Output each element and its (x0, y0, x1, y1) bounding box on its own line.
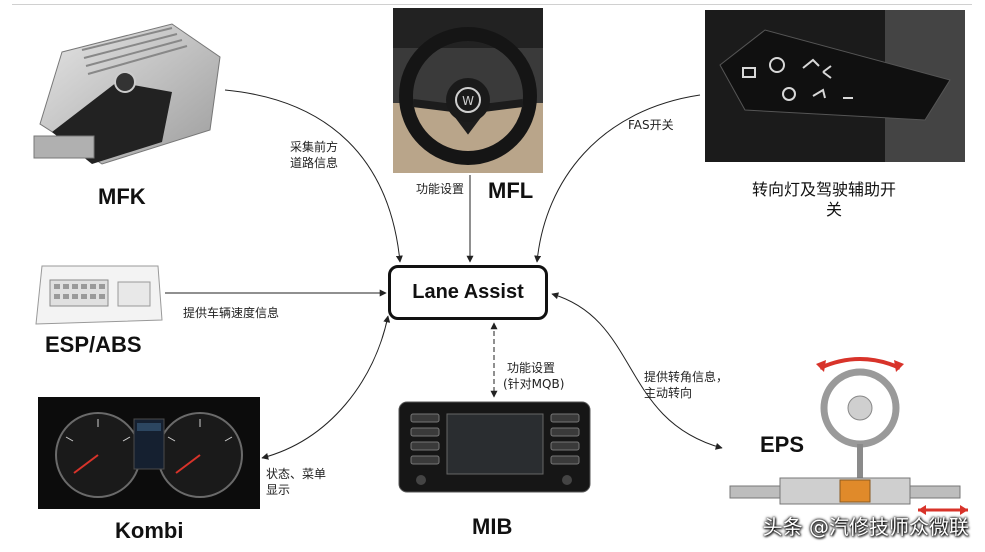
edge-mib-note-2: (针对MQB) (503, 377, 565, 391)
watermark: 头条 @汽修技师众微联 (762, 515, 969, 539)
edge-mfl-note: 功能设置 (416, 182, 465, 196)
edge-mfk-note-1: 采集前方 (290, 140, 339, 154)
top-divider (12, 4, 972, 5)
edge-kombi (261, 315, 391, 460)
mib-label: MIB (472, 514, 513, 539)
esp-abs-module-icon (28, 258, 166, 330)
edge-mfk (224, 89, 403, 263)
kombi-label: Kombi (115, 518, 184, 543)
mfl-label: MFL (488, 178, 534, 203)
turn-signal-stalk-icon (705, 10, 965, 162)
eps-label: EPS (760, 432, 805, 457)
edge-eps-note-1: 提供转角信息， (644, 370, 729, 384)
mfk-camera-icon (22, 12, 222, 177)
lane-assist-label: Lane Assist (412, 281, 524, 303)
edge-mfk-note-2: 道路信息 (290, 156, 339, 170)
lane-assist-node: Lane Assist (388, 265, 548, 320)
mib-head-unit-icon (397, 400, 592, 500)
esp-abs-label: ESP/ABS (45, 332, 142, 357)
mfl-steering-wheel-icon: W (393, 8, 543, 173)
edge-esp-note: 提供车辆速度信息 (183, 306, 280, 320)
eps-steering-system-icon (720, 350, 975, 522)
stalk-label-line2: 关 (826, 200, 843, 219)
stalk-label-line1: 转向灯及驾驶辅助开 (752, 180, 897, 199)
edge-stalk-note: FAS开关 (628, 118, 674, 132)
edge-mib-note-1: 功能设置 (507, 361, 556, 375)
mfk-label: MFK (98, 184, 146, 209)
kombi-cluster-icon (38, 397, 260, 509)
edge-kombi-note-1: 状态、菜单 (266, 467, 327, 481)
edge-eps (551, 292, 723, 450)
svg-text:W: W (462, 94, 474, 108)
edge-stalk (534, 94, 701, 263)
edge-kombi-note-2: 显示 (266, 483, 291, 497)
edge-eps-note-2: 主动转向 (644, 386, 693, 400)
